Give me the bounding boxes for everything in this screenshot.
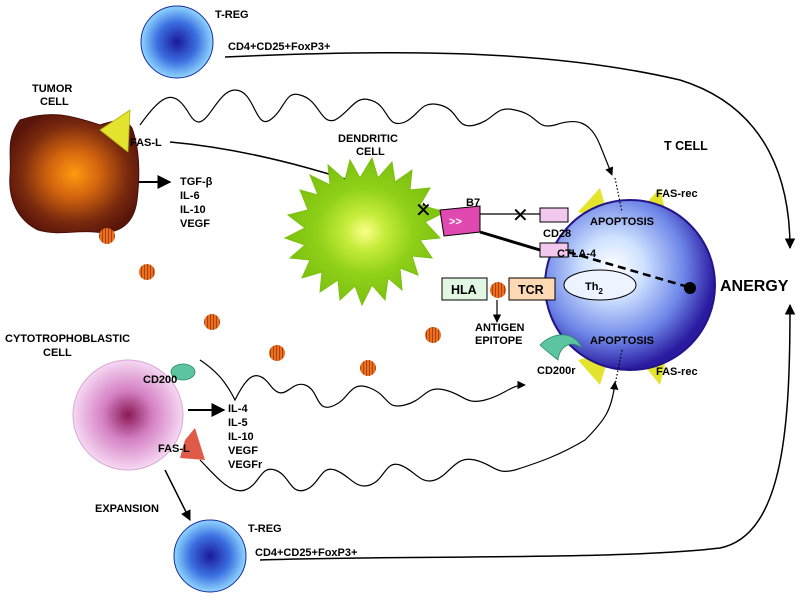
antigen-particle (425, 327, 441, 343)
cyto-secreted-0: IL-4 (228, 403, 248, 415)
anergy-signal-dot (684, 282, 696, 294)
treg-bottom-marker: CD4+CD25+FoxP3+ (255, 547, 357, 559)
tumor-fasl-label: FAS-L (130, 137, 162, 149)
svg-text:>>: >> (449, 216, 462, 228)
treg-top-to-anergy-arrow (224, 51, 796, 250)
tumor-cell (9, 114, 140, 234)
treg-bottom-title: T-REG (248, 523, 282, 535)
treg-top-cell (140, 5, 214, 79)
tcr-receptor (508, 277, 556, 301)
cyto-fasl-label: FAS-L (158, 443, 190, 455)
dendritic-cell (283, 156, 447, 307)
expansion-to-treg-arrow (164, 469, 191, 521)
cd28-label: CD28 (543, 228, 571, 240)
cyto-wavy-to-cd200r (199, 359, 526, 408)
apoptosis-bottom-dotted (614, 349, 623, 386)
antigen-particle (490, 282, 506, 298)
tumor-title-2: CELL (40, 96, 69, 108)
ctla4-label: CTLA-4 (557, 248, 597, 260)
fas-rec-top-label: FAS-rec (656, 188, 698, 200)
tumor-secreted-0: TGF-β (180, 176, 213, 188)
treg-bottom-cell (173, 519, 247, 593)
tumor-fasl-marker (99, 109, 131, 153)
cd28-receptor (539, 207, 569, 223)
cyto-secreted-2: IL-10 (228, 431, 254, 443)
b7-block-x: ✕ (415, 200, 432, 222)
apoptosis-top-label: APOPTOSIS (590, 216, 654, 228)
cyto-secreted-3: VEGF (228, 445, 258, 457)
expansion-label: EXPANSION (95, 503, 159, 515)
antigen-epitope-line1: ANTIGEN (475, 322, 525, 334)
fas-rec-bottom-label: FAS-rec (656, 366, 698, 378)
antigen-particle (360, 360, 376, 376)
tcr-label: TCR (518, 283, 544, 297)
ctla4-to-anergy-dashed (567, 250, 686, 288)
dendritic-title-2: CELL (356, 146, 385, 158)
cd200-marker (170, 363, 196, 381)
tumor-secreted-1: IL-6 (180, 190, 200, 202)
hla-label: HLA (451, 283, 477, 297)
tumor-secreted-3: VEGF (180, 218, 210, 230)
th2-bubble (563, 269, 637, 301)
treg-bottom-to-anergy-arrow (259, 303, 796, 561)
anergy-label: ANERGY (720, 278, 789, 295)
treg-top-title: T-REG (215, 9, 249, 21)
cyto-fasl-marker (180, 428, 205, 460)
tumor-secreted-2: IL-10 (180, 204, 206, 216)
tumor-title-1: TUMOR (32, 83, 72, 95)
cd200r-label: CD200r (537, 365, 576, 377)
antigen-particle (139, 264, 155, 280)
cd200r-receptor (539, 334, 583, 361)
cd28-block-x: ✕ (512, 205, 529, 227)
cyto-title-1: CYTOTROPHOBLASTIC (5, 333, 130, 345)
cyto-wavy-to-apoptosis (199, 381, 619, 492)
tcell-title: T CELL (664, 139, 708, 153)
antigen-particle (99, 228, 115, 244)
th2-label: Th2 (585, 281, 603, 296)
dendritic-title-1: DENDRITIC (338, 133, 398, 145)
antigen-particle (269, 345, 285, 361)
cd200-label: CD200 (143, 374, 177, 386)
antigen-particle (204, 314, 220, 330)
hla-molecule (441, 277, 488, 301)
cyto-secreted-4: VEGFr (228, 459, 263, 471)
antigen-epitope-line2: EPITOPE (475, 335, 522, 347)
ctla4-receptor (539, 242, 569, 258)
treg-top-marker: CD4+CD25+FoxP3+ (228, 41, 330, 53)
apoptosis-top-dotted (614, 177, 623, 213)
cyto-title-2: CELL (43, 347, 72, 359)
b7-receptor: >> (439, 205, 481, 237)
cyto-secreted-1: IL-5 (228, 417, 248, 429)
cytotrophoblast-cell (72, 359, 184, 471)
b7-ctla4-link (479, 230, 541, 252)
apoptosis-bottom-label: APOPTOSIS (590, 335, 654, 347)
tumor-wavy-to-apoptosis (139, 89, 614, 176)
